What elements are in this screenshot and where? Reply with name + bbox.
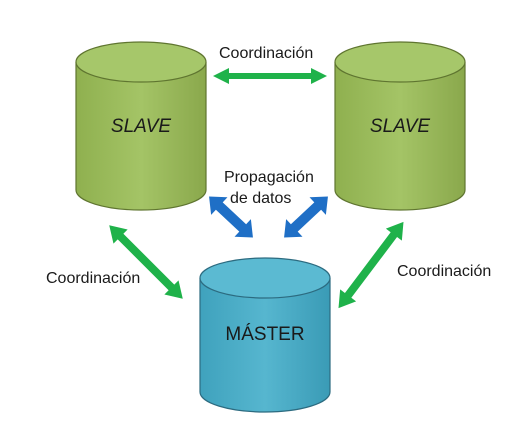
propagation-label-line1: Propagación [224, 169, 314, 186]
slave-right-label: SLAVE [369, 116, 431, 137]
coordination-arrow-right [338, 221, 404, 309]
left-coordination-label: Coordinación [46, 270, 141, 287]
coordination-arrow-left [109, 225, 183, 299]
slave-left-cylinder [75, 41, 207, 211]
master-label: MÁSTER [225, 324, 305, 345]
propagation-arrow-right [284, 196, 328, 238]
propagation-arrow-left [209, 196, 253, 238]
slave-left-label: SLAVE [110, 116, 172, 137]
coordination-arrow-top [213, 68, 327, 84]
top-coordination-label: Coordinación [219, 45, 314, 62]
right-coordination-label: Coordinación [397, 263, 492, 280]
propagation-label-line2: de datos [230, 190, 292, 207]
master-cylinder [199, 257, 331, 413]
slave-right-cylinder [334, 41, 466, 211]
